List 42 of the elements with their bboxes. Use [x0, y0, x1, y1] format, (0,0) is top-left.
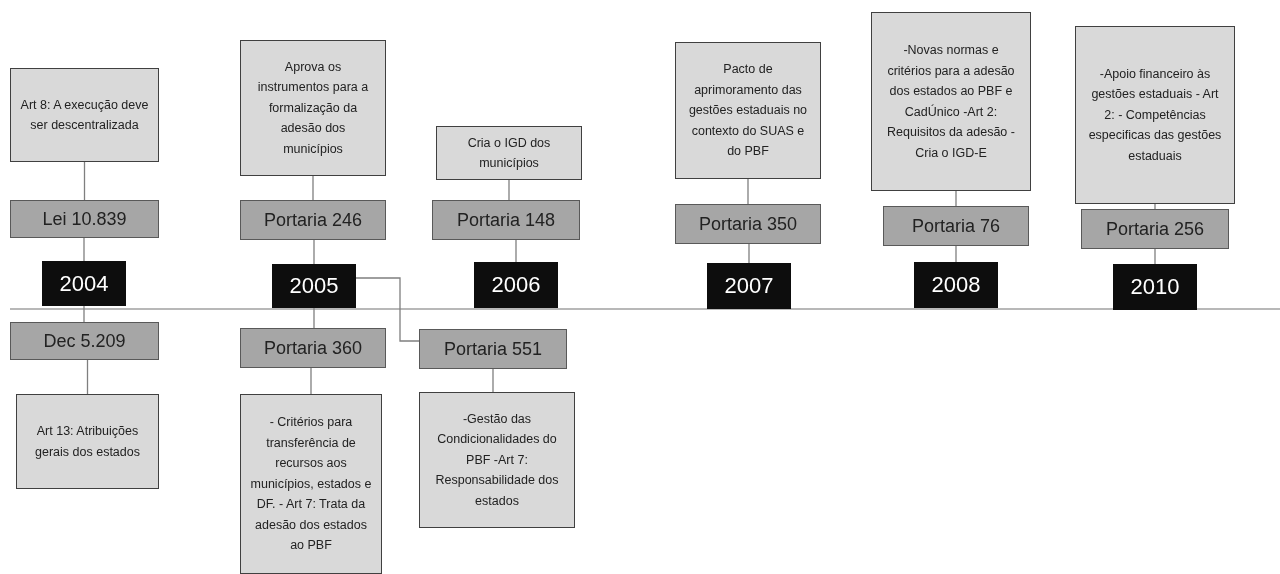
connector-line	[492, 368, 494, 393]
connector-line	[83, 305, 85, 323]
note-box: Art 8: A execução deve ser descentralizada	[10, 68, 159, 162]
law-box: Portaria 148	[432, 200, 580, 240]
year-box: 2010	[1113, 264, 1197, 310]
law-box: Lei 10.839	[10, 200, 159, 238]
year-box: 2004	[42, 261, 126, 306]
note-box: Aprova os instrumentos para a formalização da adesão dos municípios	[240, 40, 386, 176]
connector-line	[83, 161, 86, 201]
note-box: - Critérios para transferência de recursos aos municípios, estados e DF. - Art 7: Trata da adesão dos estados ao PBF	[240, 394, 382, 574]
law-box: Portaria 76	[883, 206, 1029, 246]
law-box: Portaria 360	[240, 328, 386, 368]
connector-line	[515, 239, 517, 263]
law-box: Portaria 350	[675, 204, 821, 244]
law-box: Portaria 551	[419, 329, 567, 369]
note-box: Art 13: Atribuições gerais dos estados	[16, 394, 159, 489]
year-box: 2007	[707, 263, 791, 309]
note-box: Cria o IGD dos municípios	[436, 126, 582, 180]
year-box: 2008	[914, 262, 998, 308]
connector-line	[1154, 203, 1156, 210]
note-box: -Apoio financeiro às gestões estaduais - Art 2: - Competências especificas das gestões estaduais	[1075, 26, 1235, 204]
connector-line	[313, 239, 315, 265]
law-box: Portaria 246	[240, 200, 386, 240]
connector-line	[355, 277, 420, 342]
note-box: -Gestão das Condicionalidades do PBF -Art 7: Responsabilidade dos estados	[419, 392, 575, 528]
connector-line	[83, 237, 85, 262]
connector-line	[310, 367, 312, 395]
connector-line	[955, 190, 957, 207]
connector-line	[955, 245, 957, 263]
law-box: Dec 5.209	[10, 322, 159, 360]
year-box: 2005	[272, 264, 356, 308]
connector-line	[313, 307, 315, 329]
connector-line	[312, 175, 314, 201]
year-box: 2006	[474, 262, 558, 308]
note-box: Pacto de aprimoramento das gestões estaduais no contexto do SUAS e do PBF	[675, 42, 821, 179]
connector-line	[747, 178, 749, 205]
connector-line	[748, 243, 750, 264]
connector-line	[508, 179, 510, 201]
connector-line	[1154, 248, 1156, 265]
connector-line	[86, 359, 89, 395]
law-box: Portaria 256	[1081, 209, 1229, 249]
note-box: -Novas normas e critérios para a adesão dos estados ao PBF e CadÚnico -Art 2: Requisitos da adesão - Cria o IGD-E	[871, 12, 1031, 191]
